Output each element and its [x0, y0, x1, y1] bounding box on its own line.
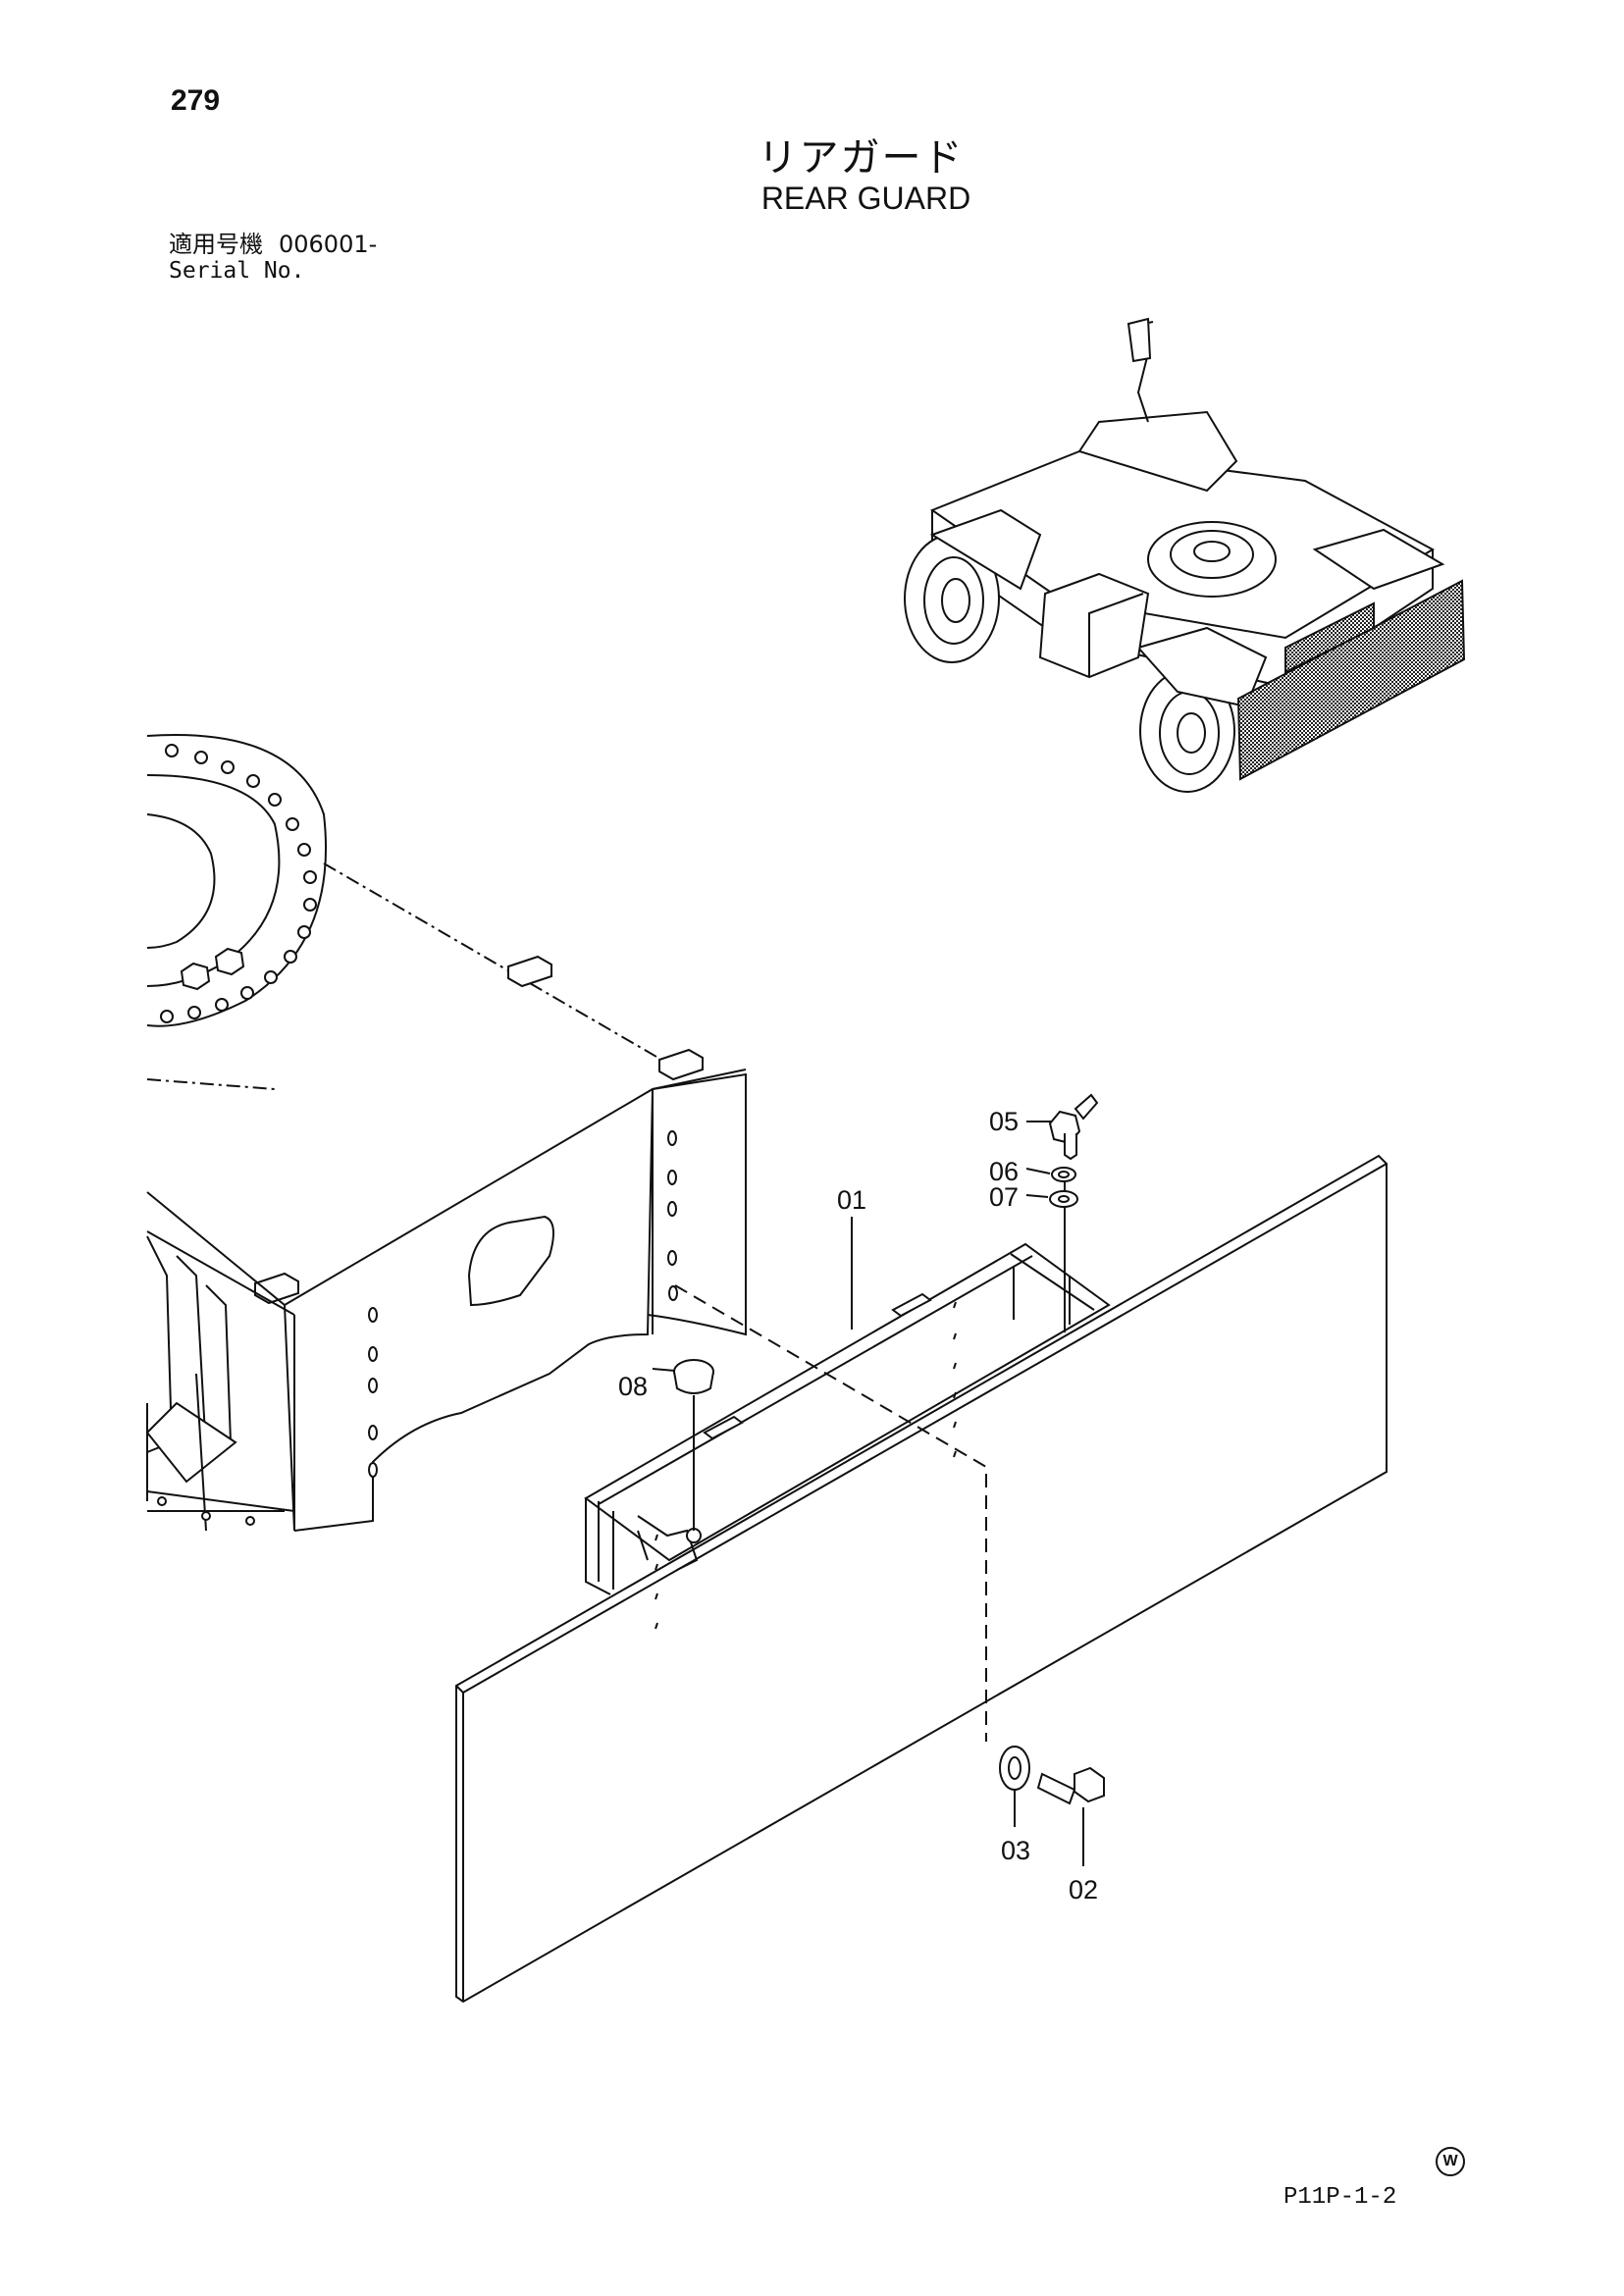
part-03-washer	[999, 1746, 1030, 1791]
w-mark-symbol: W	[1436, 2147, 1465, 2176]
part-06-spring-washer	[1051, 1167, 1076, 1182]
bolt-holes	[160, 744, 317, 1023]
callout-01: 01	[837, 1185, 866, 1215]
callout-03: 03	[1001, 1836, 1030, 1865]
serial-value: 006001-	[279, 231, 378, 258]
callout-08: 08	[618, 1372, 648, 1401]
rear-guard-assembly	[455, 1154, 1388, 2004]
page-number: 279	[171, 84, 221, 117]
part-07-flat-washer	[1049, 1190, 1078, 1208]
leader-lines	[652, 1121, 1084, 1866]
callout-02: 02	[1069, 1875, 1098, 1905]
guard-holes	[655, 1301, 957, 1630]
title-japanese: リアガード	[758, 135, 965, 181]
part-02-bolt	[1036, 1766, 1105, 1805]
callout-06: 06	[989, 1157, 1019, 1186]
part-05-wing-bolt	[1048, 1093, 1099, 1161]
frame-side-holes	[157, 1130, 678, 1526]
title-english: REAR GUARD	[760, 181, 971, 216]
callout-05: 05	[989, 1107, 1019, 1136]
serial-label-jp: 適用号機	[169, 231, 263, 258]
machine-overview-illustration	[904, 317, 1466, 793]
part-08-cap-plug	[673, 1359, 714, 1394]
serial-info: 適用号機 006001-	[169, 232, 377, 257]
upper-frame-assembly	[145, 734, 747, 1532]
drawing-code: P11P-1-2	[1283, 2184, 1397, 2211]
callout-07: 07	[989, 1182, 1019, 1212]
serial-label-en: Serial No.	[169, 258, 305, 284]
